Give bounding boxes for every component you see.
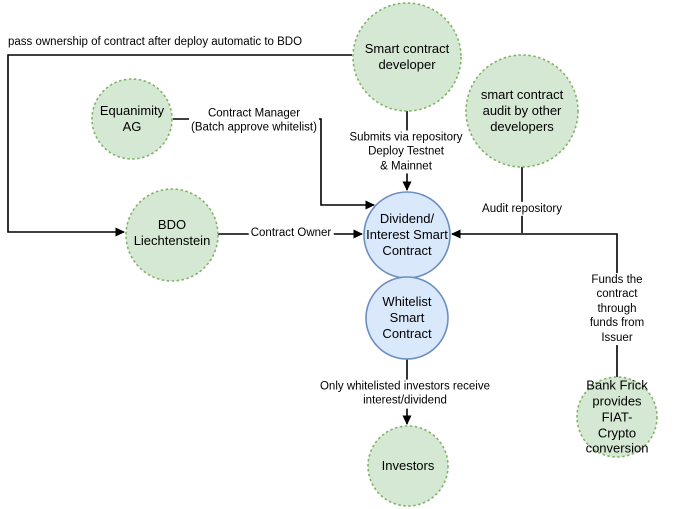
node-bank-frick[interactable] <box>576 376 658 458</box>
node-dividend-interest-smart-contract[interactable] <box>363 191 451 279</box>
node-smart-contract-developer[interactable] <box>352 2 462 112</box>
node-equanimity-ag[interactable] <box>91 78 173 160</box>
edge-equanimity-to-dividend-arrow[interactable] <box>173 118 375 210</box>
node-whitelist-smart-contract[interactable] <box>365 276 449 360</box>
node-bdo-liechtenstein[interactable] <box>125 188 219 282</box>
node-investors[interactable] <box>367 425 449 507</box>
edge-developer-to-bdo-arrow[interactable] <box>7 54 352 237</box>
edge-bankfrick-to-dividend-arrow[interactable] <box>451 229 618 377</box>
node-smart-contract-audit[interactable] <box>465 54 579 168</box>
